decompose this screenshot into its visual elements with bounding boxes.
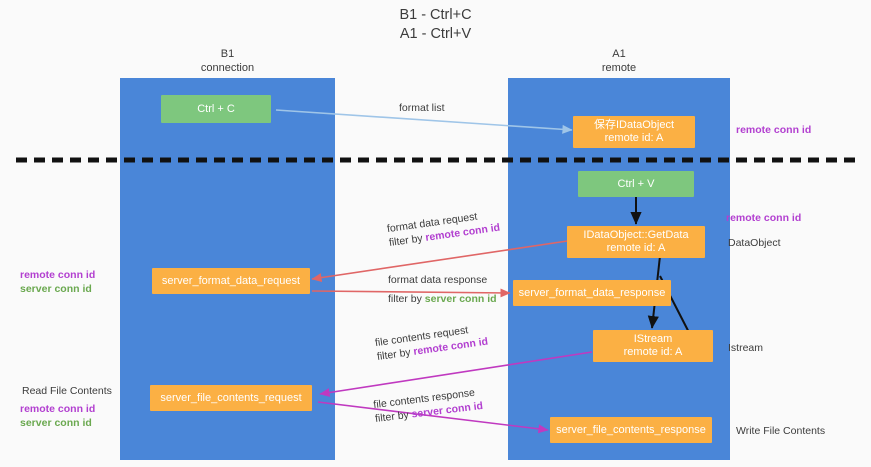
filter-prefix: filter by: [374, 408, 413, 426]
lane-header-b1: B1 connection: [120, 47, 335, 75]
node-server-format-data-request[interactable]: server_format_data_request: [152, 268, 310, 294]
edge-label-format-data-response: format data response filter by server co…: [388, 273, 497, 306]
filter-prefix: filter by: [376, 346, 415, 364]
edge-label-format-list-text: format list: [399, 102, 445, 114]
node-data-object[interactable]: 保存IDataObject remote id: A: [573, 116, 695, 148]
node-get-data[interactable]: IDataObject::GetData remote id: A: [567, 226, 705, 258]
legend-server-conn-id: server conn id: [20, 283, 92, 295]
node-istream-line1: IStream: [633, 333, 673, 345]
node-server-format-data-response[interactable]: server_format_data_response: [513, 280, 671, 306]
node-server-file-contents-response-label: server_file_contents_response: [556, 423, 706, 436]
node-data-object-line1: 保存IDataObject: [593, 119, 675, 131]
legend-read-file-contents: Read File Contents: [22, 385, 112, 397]
node-server-file-contents-request[interactable]: server_file_contents_request: [150, 385, 312, 411]
lane-header-a1-name: A1: [612, 48, 626, 60]
node-get-data-line1: IDataObject::GetData: [583, 229, 689, 241]
lane-header-b1-name: B1: [220, 48, 235, 60]
node-istream[interactable]: IStream remote id: A: [593, 330, 713, 362]
side-label-data-object: DataObject: [728, 237, 781, 249]
node-data-object-line2: remote id: A: [604, 132, 664, 144]
edge-label-format-data-request: format data request filter by remote con…: [386, 207, 501, 250]
node-server-format-data-request-label: server_format_data_request: [161, 274, 301, 287]
lane-header-a1: A1 remote: [508, 47, 730, 75]
edge-label-format-data-response-filter: filter by server conn id: [388, 292, 497, 306]
filter-key-server-conn-id: server conn id: [424, 293, 497, 305]
side-label-remote-conn-id-top: remote conn id: [736, 124, 812, 136]
filter-prefix: filter by: [388, 232, 427, 250]
edge-label-file-contents-response: file contents response filter by server …: [373, 385, 484, 426]
lane-header-b1-role: connection: [200, 62, 255, 74]
legend-remote-conn-id: remote conn id: [20, 269, 96, 281]
edge-label-file-contents-request: file contents request filter by remote c…: [374, 321, 489, 364]
edge-label-format-data-response-main: format data response: [388, 274, 488, 286]
title-line-2: A1 - Ctrl+V: [399, 26, 472, 42]
node-ctrl-v[interactable]: Ctrl + V: [578, 171, 694, 197]
node-ctrl-c-label: Ctrl + C: [197, 102, 235, 115]
filter-prefix: filter by: [388, 293, 425, 305]
legend-remote-conn-id-2: remote conn id: [20, 403, 96, 415]
side-label-remote-conn-id-mid: remote conn id: [726, 212, 802, 224]
node-istream-line2: remote id: A: [623, 346, 683, 358]
node-ctrl-c[interactable]: Ctrl + C: [161, 95, 271, 123]
node-server-file-contents-request-label: server_file_contents_request: [160, 391, 302, 404]
edge-label-format-list: format list: [399, 101, 445, 115]
node-get-data-line2: remote id: A: [606, 242, 666, 254]
lane-header-a1-role: remote: [601, 62, 637, 74]
side-label-write-file-contents: Write File Contents: [736, 425, 826, 437]
title-line-1: B1 - Ctrl+C: [399, 7, 472, 23]
node-ctrl-v-label: Ctrl + V: [617, 177, 655, 190]
side-label-istream: Istream: [728, 342, 764, 354]
node-server-file-contents-response[interactable]: server_file_contents_response: [550, 417, 712, 443]
node-server-format-data-response-label: server_format_data_response: [518, 286, 666, 299]
legend-server-conn-id-2: server conn id: [20, 417, 92, 429]
diagram-title: B1 - Ctrl+C A1 - Ctrl+V: [0, 6, 871, 44]
